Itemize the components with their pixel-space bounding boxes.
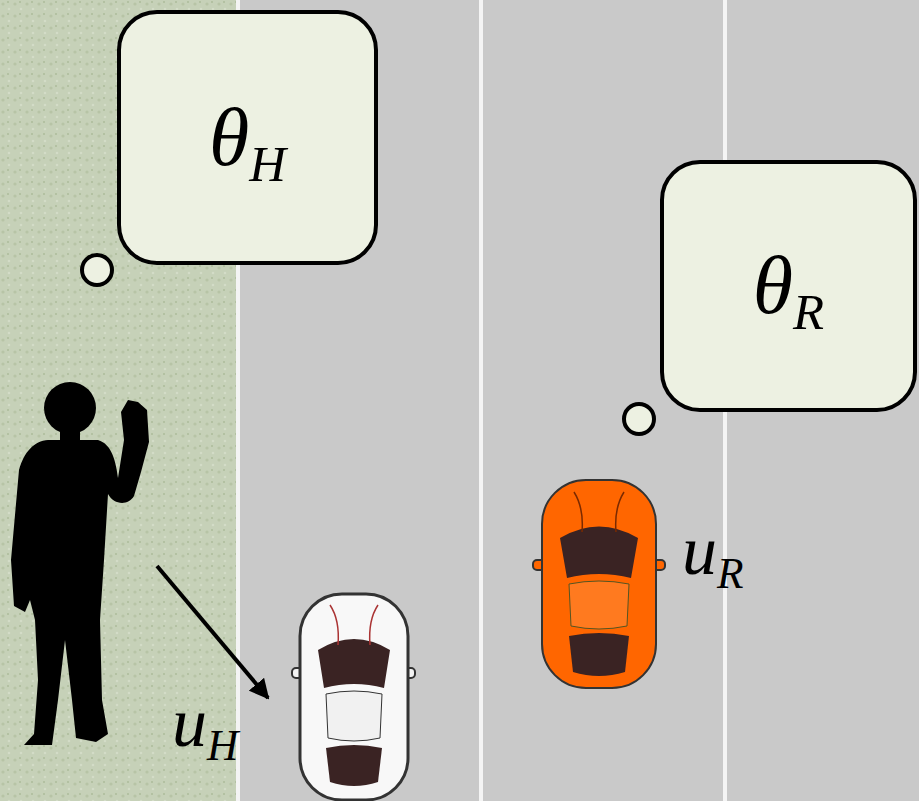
control-input-label: uH (172, 688, 238, 758)
parameter-symbol: θR (753, 245, 824, 327)
human-figure (11, 382, 149, 745)
lane-line (479, 0, 483, 801)
thought-bubble: θR (660, 160, 917, 412)
thought-dot (82, 255, 112, 285)
orange-car (533, 480, 665, 688)
thought-dot (624, 404, 654, 434)
control-input-label: uR (682, 516, 744, 586)
parameter-symbol: θH (209, 97, 286, 179)
pointer-arrow (157, 566, 268, 698)
white-car (292, 594, 415, 800)
thought-bubble: θH (117, 10, 378, 265)
